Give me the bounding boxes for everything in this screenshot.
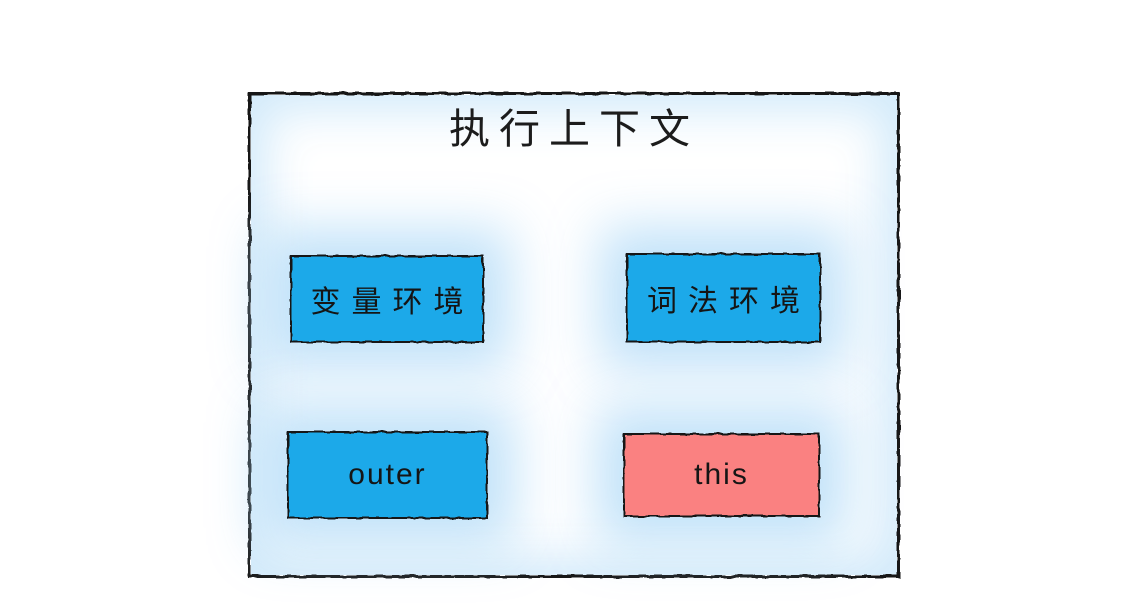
execution-context-frame: 执行上下文 变量环境 词法环境 outer this — [248, 92, 900, 578]
this-label: this — [694, 458, 749, 491]
box-surface — [287, 431, 488, 519]
this-box: this — [623, 433, 820, 517]
variable-environment-label: 变量环境 — [310, 286, 475, 319]
lexical-environment-label: 词法环境 — [647, 285, 811, 318]
box-surface — [623, 433, 820, 517]
box-surface — [290, 255, 484, 343]
lexical-environment-box: 词法环境 — [626, 253, 821, 343]
variable-environment-box: 变量环境 — [290, 255, 484, 343]
outer-label: outer — [348, 458, 427, 491]
execution-context-title: 执行上下文 — [449, 106, 699, 152]
box-surface — [626, 253, 821, 343]
outer-box: outer — [287, 431, 488, 519]
